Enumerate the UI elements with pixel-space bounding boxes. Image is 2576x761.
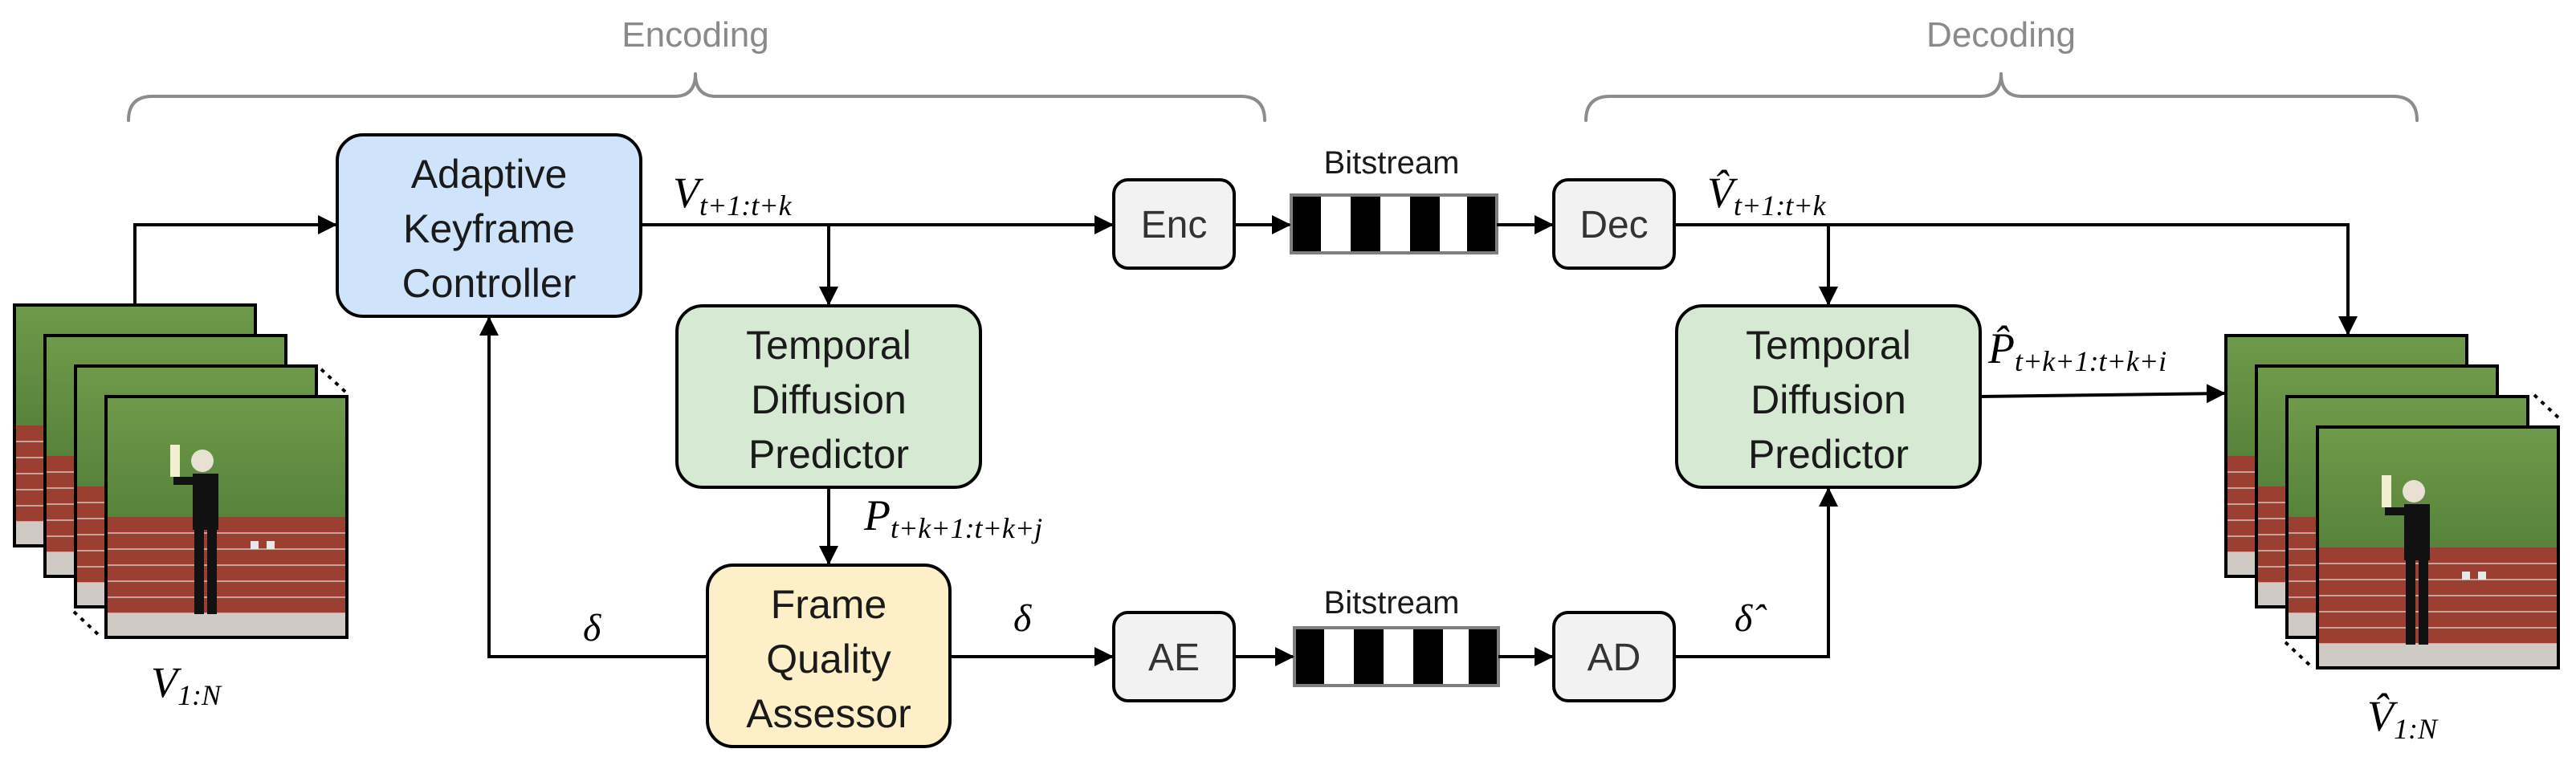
delta-right-label: δ <box>1013 597 1032 640</box>
ae-box: AE <box>1112 611 1236 702</box>
fqa-line-1: Frame <box>771 582 887 627</box>
bitstream-bottom-label: Bitstream <box>1324 585 1460 621</box>
tdpe-line-3: Predictor <box>748 432 909 477</box>
bitstream-bottom <box>1293 626 1500 687</box>
dec-box: Dec <box>1552 178 1676 270</box>
predicted-frames-label: Pt+k+1:t+k+j <box>863 491 1042 544</box>
svg-text:Dec: Dec <box>1579 204 1648 246</box>
output-frames-stack <box>2224 334 2562 669</box>
connectors <box>133 215 2358 666</box>
svg-text:AD: AD <box>1588 637 1641 679</box>
ad-box: AD <box>1552 611 1676 702</box>
akc-line-1: Adaptive <box>411 152 568 197</box>
decoded-delta-label: δ̂ <box>1734 597 1767 640</box>
tdpe-line-1: Temporal <box>746 323 911 368</box>
akc-line-2: Keyframe <box>403 206 575 251</box>
input-frames-stack <box>13 303 348 639</box>
tdpe-line-2: Diffusion <box>751 377 907 422</box>
input-frames-label: V1:N <box>151 658 222 711</box>
tdpd-line-3: Predictor <box>1748 432 1909 477</box>
output-frames-label: V̂1:N <box>2367 692 2439 745</box>
temporal-diffusion-predictor-enc-box: Temporal Diffusion Predictor <box>675 304 982 489</box>
temporal-diffusion-predictor-dec-box: Temporal Diffusion Predictor <box>1675 304 1982 489</box>
delta-left-label: δ <box>583 607 601 649</box>
enc-box: Enc <box>1112 178 1236 270</box>
svg-text:AE: AE <box>1148 637 1200 679</box>
akc-line-3: Controller <box>402 261 577 306</box>
fqa-line-2: Quality <box>766 637 891 682</box>
encoding-brace <box>127 72 1266 122</box>
tdpd-line-2: Diffusion <box>1751 377 1906 422</box>
frame-quality-assessor-box: Frame Quality Assessor <box>706 564 952 748</box>
decoding-label: Decoding <box>1926 15 2076 55</box>
bitstream-top <box>1290 193 1498 254</box>
keyframes-label: Vt+1:t+k <box>673 169 793 222</box>
decoded-predicted-label: P̂t+k+1:t+k+i <box>1987 324 2166 377</box>
bitstream-top-label: Bitstream <box>1324 145 1460 181</box>
adaptive-keyframe-controller-box: Adaptive Keyframe Controller <box>336 133 642 318</box>
fqa-line-3: Assessor <box>746 691 911 736</box>
svg-text:Enc: Enc <box>1141 204 1208 246</box>
decoding-brace <box>1584 72 2419 122</box>
tdpd-line-1: Temporal <box>1746 323 1911 368</box>
encoding-label: Encoding <box>622 15 768 55</box>
decoded-keyframes-label: V̂t+1:t+k <box>1707 169 1827 222</box>
